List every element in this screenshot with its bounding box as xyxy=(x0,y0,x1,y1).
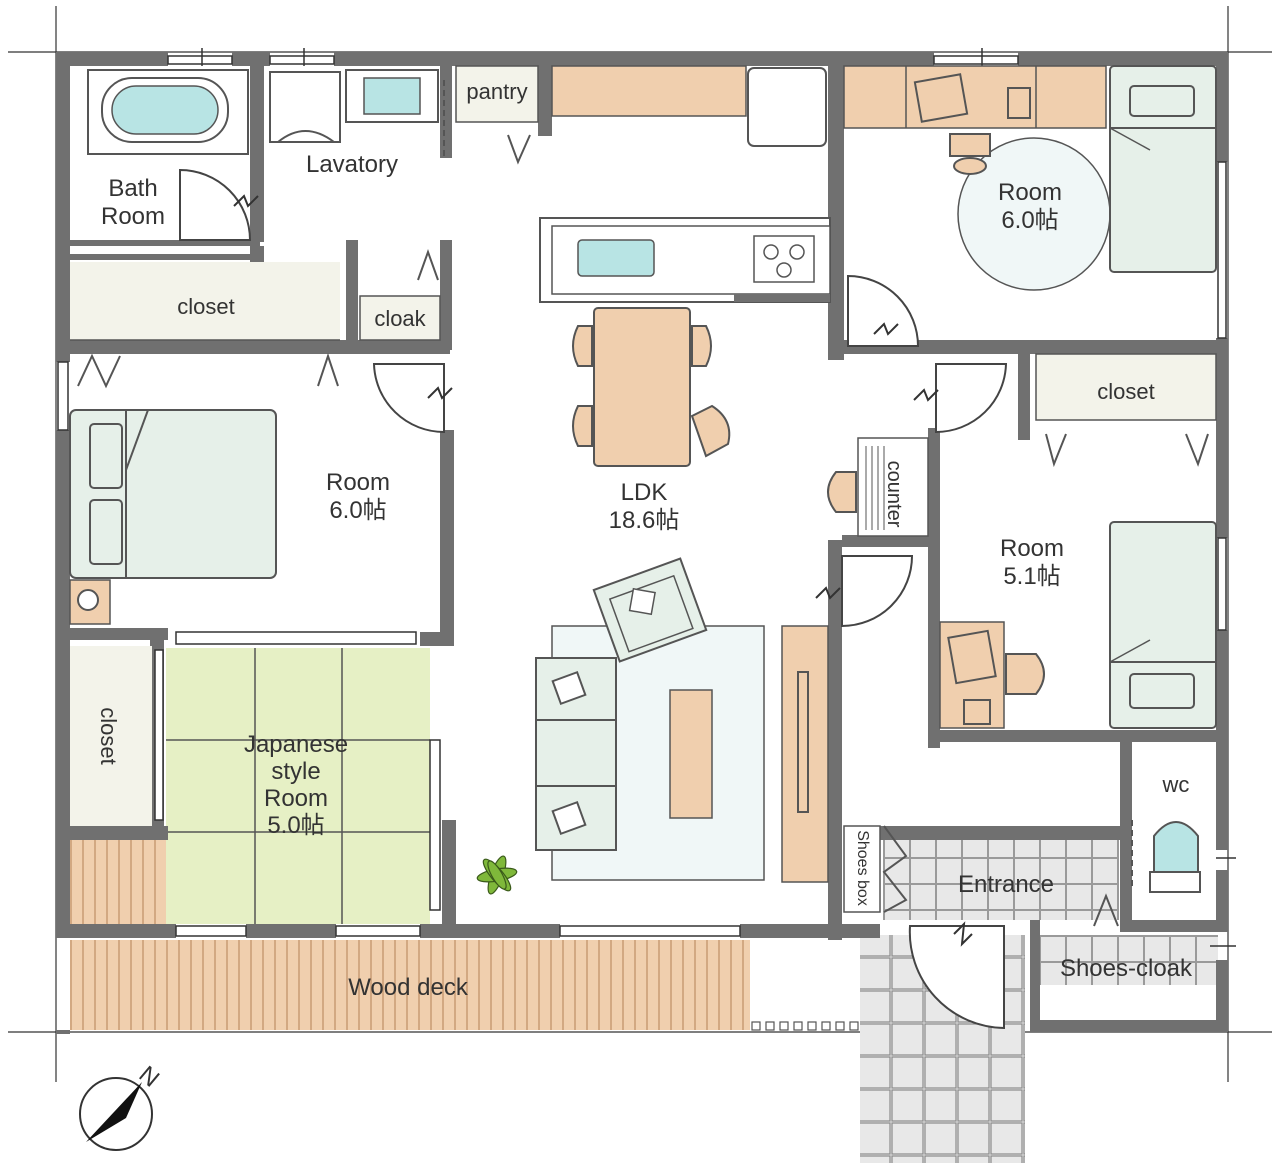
shoes-box xyxy=(843,825,881,913)
right-room-door xyxy=(935,363,1008,434)
shoes-box-label: Shoes box xyxy=(854,830,871,906)
japanese-room-label-3: Room xyxy=(264,785,328,812)
closet-left-label: closet xyxy=(96,707,121,764)
room-top-right-label-1: Room xyxy=(998,179,1062,206)
counter xyxy=(857,437,929,537)
bath-door xyxy=(179,168,252,241)
kitchen-back-counter xyxy=(551,65,747,117)
refrigerator xyxy=(747,67,827,147)
room-left-label-1: Room xyxy=(326,469,390,496)
wood-deck xyxy=(70,940,750,1030)
closet-left xyxy=(70,646,152,826)
tatami-floor xyxy=(166,648,430,924)
room-right-label-2: 5.1帖 xyxy=(1003,563,1060,590)
coffee-table xyxy=(669,689,713,819)
entrance-tiles xyxy=(883,840,1119,920)
room-top-right-label-2: 6.0帖 xyxy=(1001,207,1058,234)
window-marks xyxy=(57,48,1236,947)
lavatory-label: Lavatory xyxy=(306,151,398,178)
top-right-bed xyxy=(1109,65,1217,273)
pantry xyxy=(455,65,539,123)
sofa xyxy=(535,657,617,851)
ldk-label-1: LDK xyxy=(621,479,668,506)
bath-room-label-1: Bath xyxy=(108,175,157,202)
bathtub-water xyxy=(111,85,219,135)
right-room-chair xyxy=(1005,653,1045,695)
ldk-hall-door xyxy=(841,555,914,628)
closet-top-left-label: closet xyxy=(177,294,234,319)
cloak xyxy=(359,295,441,341)
japanese-room-label-1: Japanese xyxy=(244,731,348,758)
room-right-label-1: Room xyxy=(1000,535,1064,562)
ldk-label-2: 18.6帖 xyxy=(609,507,680,534)
wc-label: wc xyxy=(1162,772,1190,797)
left-room-door xyxy=(372,363,445,434)
door-ticks xyxy=(233,194,973,947)
cloak-label: cloak xyxy=(374,306,426,331)
walls xyxy=(56,52,1228,1034)
lavatory-sink xyxy=(363,77,421,115)
closet-top-left xyxy=(70,262,340,340)
compass: N xyxy=(79,1061,164,1151)
dining-chairs xyxy=(572,325,731,458)
dining-table xyxy=(593,307,691,467)
pantry-label: pantry xyxy=(466,79,527,104)
tv xyxy=(797,671,809,813)
top-right-desk xyxy=(843,65,1107,129)
bath-room-label-2: Room xyxy=(101,203,165,230)
deck-left-block xyxy=(70,840,166,925)
shoes-cloak-label: Shoes-cloak xyxy=(1060,955,1193,982)
shoes-cloak-floor xyxy=(1040,935,1218,985)
japanese-room-label-2: style xyxy=(271,758,320,785)
closet-right-label: closet xyxy=(1097,379,1154,404)
top-right-room-door xyxy=(847,274,920,347)
counter-label: counter xyxy=(883,461,905,528)
entrance-door xyxy=(908,925,1005,1030)
counter-chair xyxy=(827,471,857,513)
japanese-room-label-4: 5.0帖 xyxy=(267,812,324,839)
plant xyxy=(476,855,518,895)
toilet xyxy=(1153,821,1199,873)
wood-deck-label: Wood deck xyxy=(348,974,469,1001)
deck-dotted-edge xyxy=(751,1021,859,1031)
closet-right xyxy=(1035,353,1217,421)
armchair xyxy=(592,557,708,663)
tatami-mat-lines xyxy=(166,648,430,924)
entrance-label: Entrance xyxy=(958,871,1054,898)
kitchen-sink xyxy=(577,239,655,277)
room-left-label-2: 6.0帖 xyxy=(329,497,386,524)
desk-chair-top-right xyxy=(949,133,991,157)
